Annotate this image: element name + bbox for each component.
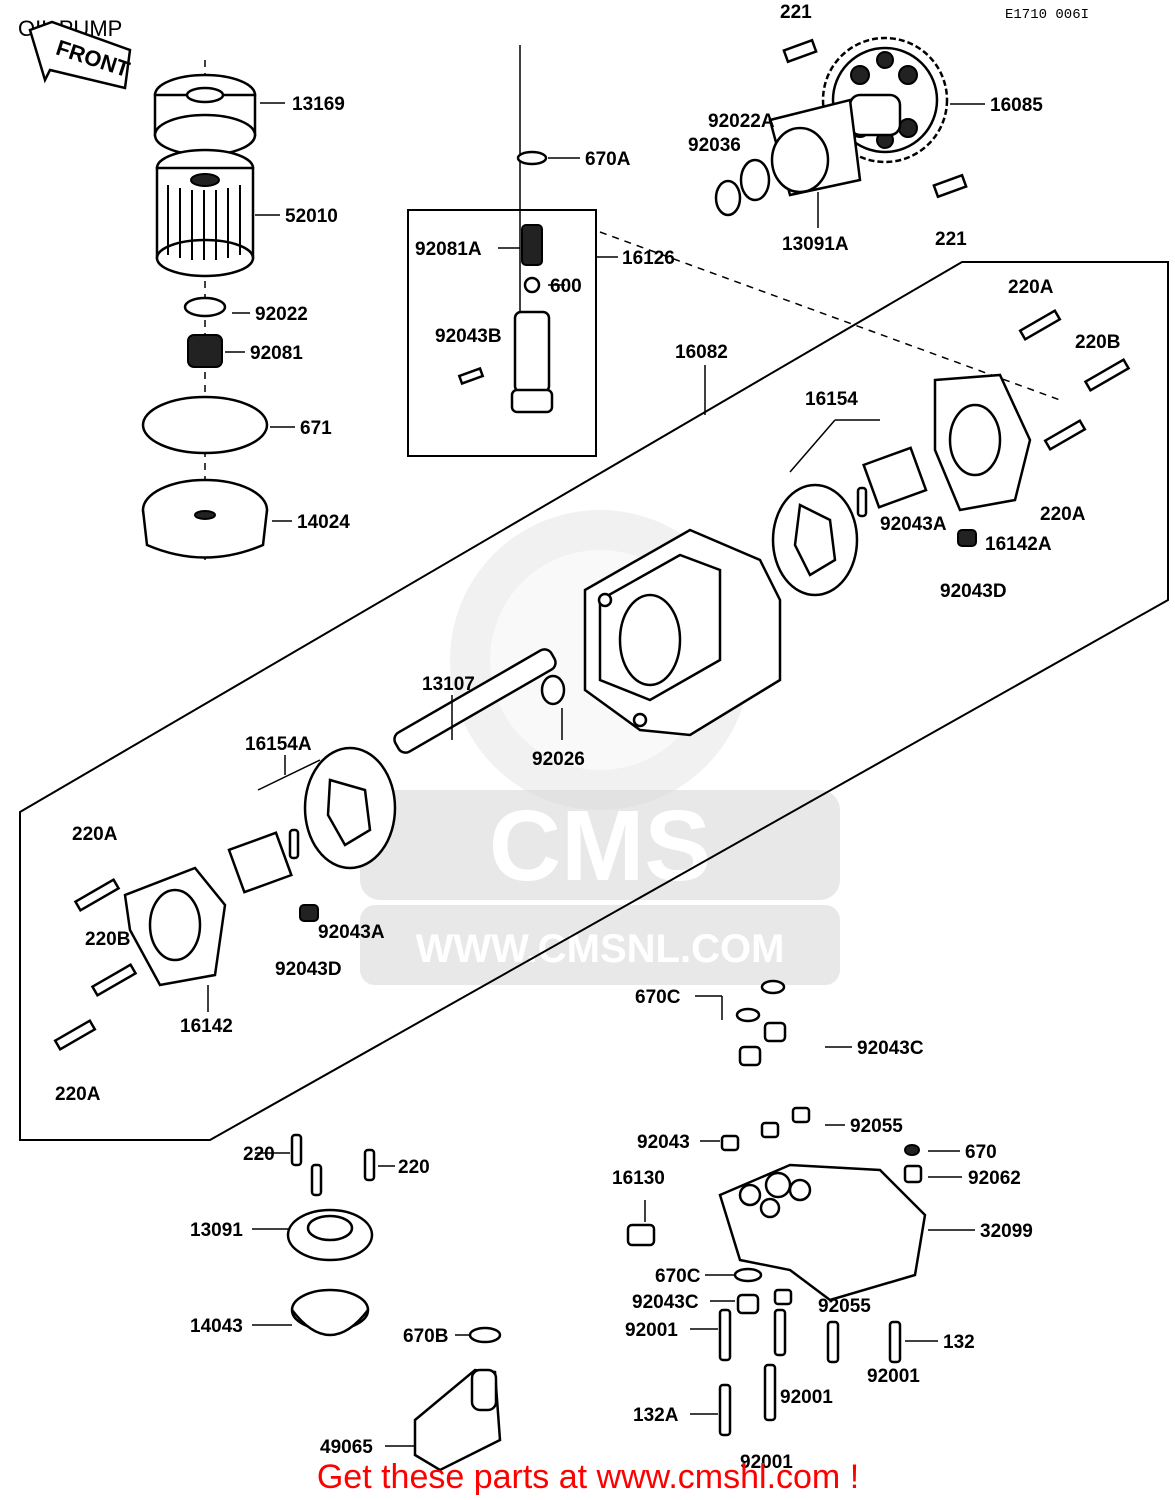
callout-14043: 14043 (190, 1316, 243, 1337)
callout-92055-top: 92055 (850, 1116, 903, 1137)
callout-220A-top: 220A (1008, 277, 1054, 298)
callout-16085: 16085 (990, 95, 1043, 116)
front-arrow: FRONT (28, 20, 133, 90)
callout-670C-top: 670C (635, 987, 681, 1008)
callout-671: 671 (300, 418, 332, 439)
pump-assembly-frame (19, 261, 1169, 1141)
callout-92043D-left: 92043D (275, 959, 342, 980)
callout-13091A: 13091A (782, 234, 849, 255)
callout-16154: 16154 (805, 389, 858, 410)
callout-220-right: 220 (398, 1157, 430, 1178)
callout-92043A-left: 92043A (318, 922, 385, 943)
drawing-code: E1710 006I (1005, 7, 1089, 23)
callout-92043C-top: 92043C (857, 1038, 924, 1059)
drive-gear-group (714, 36, 968, 217)
callout-221-top: 221 (780, 2, 812, 23)
callout-16142: 16142 (180, 1016, 233, 1037)
callout-92081A: 92081A (415, 239, 482, 260)
watermark-url: WWW.CMSNL.COM (416, 927, 785, 971)
callout-52010: 52010 (285, 206, 338, 227)
watermark-brand: CMS (489, 790, 711, 902)
callout-32099: 32099 (980, 1221, 1033, 1242)
callout-16082: 16082 (675, 342, 728, 363)
callout-13091: 13091 (190, 1220, 243, 1241)
callout-92043D-right: 92043D (940, 581, 1007, 602)
callout-92062: 92062 (968, 1168, 1021, 1189)
callout-220A-left: 220A (72, 824, 118, 845)
callout-670C-bottom: 670C (655, 1266, 701, 1287)
callout-670B: 670B (403, 1326, 448, 1347)
callout-92022: 92022 (255, 304, 308, 325)
footer-banner[interactable]: Get these parts at www.cmshl.com ! (317, 1458, 859, 1496)
relief-valve-group (457, 45, 554, 414)
callout-13107: 13107 (422, 674, 475, 695)
oil-filter-group (141, 60, 269, 560)
callout-220A-right: 220A (1040, 504, 1086, 525)
callout-92001-right: 92001 (867, 1366, 920, 1387)
callout-92043B: 92043B (435, 326, 502, 347)
callout-16154A: 16154A (245, 734, 312, 755)
callout-92043: 92043 (637, 1132, 690, 1153)
callout-92043C-bottom: 92043C (632, 1292, 699, 1313)
callout-16142A: 16142A (985, 534, 1052, 555)
callout-92001-left: 92001 (625, 1320, 678, 1341)
callout-221-bottom: 221 (935, 229, 967, 250)
callout-92001-center: 92001 (780, 1387, 833, 1408)
callout-92026: 92026 (532, 749, 585, 770)
assembly-frames (19, 209, 1169, 1141)
callout-16130: 16130 (612, 1168, 665, 1189)
callout-92001-bottom: 92001 (740, 1452, 793, 1473)
callout-220-left: 220 (243, 1144, 275, 1165)
callout-600: 600 (550, 276, 582, 297)
callout-132: 132 (943, 1332, 975, 1353)
callout-92043A-right: 92043A (880, 514, 947, 535)
callout-16126: 16126 (622, 248, 675, 269)
relief-valve-frame (407, 209, 597, 457)
callout-220A-bottom: 220A (55, 1084, 101, 1105)
callout-220B-top: 220B (1075, 332, 1120, 353)
pump-body-group (53, 308, 1131, 1052)
callout-92022A: 92022A (708, 111, 775, 132)
lower-assembly-group (286, 979, 927, 1472)
callout-92036: 92036 (688, 135, 741, 156)
callout-92081: 92081 (250, 343, 303, 364)
callout-14024: 14024 (297, 512, 350, 533)
leader-lines (207, 102, 985, 1447)
callout-49065: 49065 (320, 1437, 373, 1458)
callout-220B-left: 220B (85, 929, 130, 950)
callout-13169: 13169 (292, 94, 345, 115)
callout-670A: 670A (585, 149, 631, 170)
callout-92055-bottom: 92055 (818, 1296, 871, 1317)
callout-labels: 13169 52010 92022 92081 671 14024 670A 9… (55, 2, 1120, 1473)
callout-132A: 132A (633, 1405, 679, 1426)
callout-670: 670 (965, 1142, 997, 1163)
